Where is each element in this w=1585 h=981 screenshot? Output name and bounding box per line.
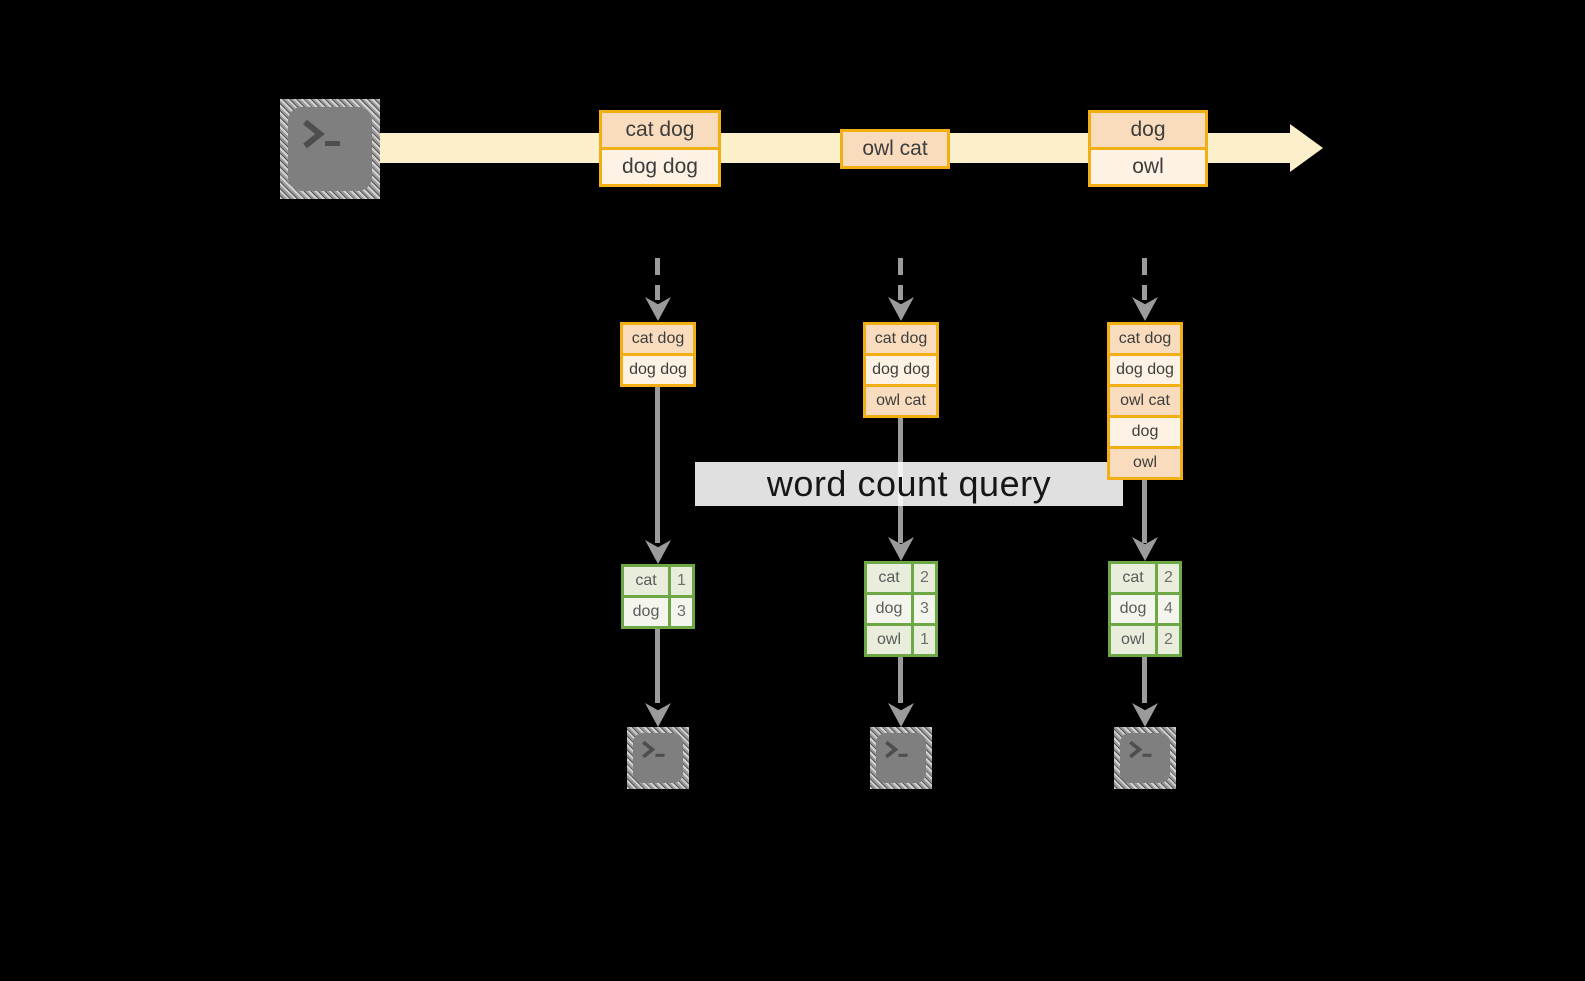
window-stack-1: cat dog dog dog	[620, 322, 696, 387]
stack-item: dog dog	[1110, 356, 1180, 384]
terminal-prompt-icon	[642, 740, 665, 759]
count-row: dog 4	[1111, 595, 1179, 623]
count-row: cat 2	[867, 564, 935, 592]
stream-batch-1: cat dog dog dog	[599, 110, 721, 187]
query-label-band: word count query	[695, 462, 1123, 506]
batch-item: dog	[1091, 113, 1205, 147]
trigger-arrow-2	[898, 258, 903, 300]
terminal-screen	[1120, 733, 1170, 783]
count-word-cell: dog	[624, 598, 668, 626]
count-word-cell: owl	[1111, 626, 1155, 654]
count-value-cell: 3	[914, 595, 935, 623]
stack-item: dog dog	[866, 356, 936, 384]
terminal-screen	[876, 733, 926, 783]
query-label: word count query	[766, 463, 1052, 504]
count-row: owl 1	[867, 626, 935, 654]
stack-item: dog dog	[623, 356, 693, 384]
count-row: cat 2	[1111, 564, 1179, 592]
down-arrow-icon	[1132, 703, 1158, 727]
count-value-cell: 4	[1158, 595, 1179, 623]
count-value-cell: 3	[671, 598, 692, 626]
terminal-prompt-icon	[885, 740, 908, 759]
count-value-cell: 1	[914, 626, 935, 654]
batch-item: cat dog	[602, 113, 718, 147]
stack-item: owl cat	[866, 387, 936, 415]
connector-line-1	[655, 387, 660, 543]
terminal-sink-icon-1	[627, 727, 689, 789]
terminal-prompt-icon	[1129, 740, 1152, 759]
down-arrow-icon	[888, 703, 914, 727]
stack-item: owl	[1110, 449, 1180, 477]
window-stack-3: cat dog dog dog owl cat dog owl	[1107, 322, 1183, 480]
batch-item: owl	[1091, 150, 1205, 184]
trigger-arrow-3	[1142, 258, 1147, 300]
terminal-source-icon	[280, 99, 380, 199]
count-value-cell: 2	[1158, 564, 1179, 592]
down-arrow-icon	[645, 540, 671, 564]
connector-line-6	[1142, 657, 1147, 703]
count-value-cell: 1	[671, 567, 692, 595]
stack-item: cat dog	[1110, 325, 1180, 353]
stack-item: dog	[1110, 418, 1180, 446]
count-row: dog 3	[867, 595, 935, 623]
down-arrow-icon	[888, 297, 914, 321]
down-arrow-icon	[1132, 297, 1158, 321]
count-word-cell: cat	[1111, 564, 1155, 592]
terminal-screen	[633, 733, 683, 783]
stack-item: owl cat	[1110, 387, 1180, 415]
terminal-prompt-icon	[303, 119, 341, 149]
count-row: owl 2	[1111, 626, 1179, 654]
count-word-cell: cat	[624, 567, 668, 595]
connector-line-4	[655, 629, 660, 703]
down-arrow-icon	[645, 297, 671, 321]
connector-line-5	[898, 657, 903, 703]
count-row: dog 3	[624, 598, 692, 626]
trigger-arrow-1	[655, 258, 660, 300]
terminal-sink-icon-2	[870, 727, 932, 789]
stack-item: cat dog	[623, 325, 693, 353]
terminal-sink-icon-3	[1114, 727, 1176, 789]
batch-item: owl cat	[843, 132, 947, 166]
counts-table-2: cat 2 dog 3 owl 1	[864, 561, 938, 657]
stream-batch-3: dog owl	[1088, 110, 1208, 187]
connector-line-3	[1142, 480, 1147, 543]
terminal-screen	[288, 107, 372, 191]
stack-item: cat dog	[866, 325, 936, 353]
stream-arrowhead-icon	[1290, 124, 1323, 172]
count-word-cell: dog	[867, 595, 911, 623]
count-word-cell: cat	[867, 564, 911, 592]
down-arrow-icon	[645, 703, 671, 727]
count-value-cell: 2	[1158, 626, 1179, 654]
stream-batch-2: owl cat	[840, 129, 950, 169]
batch-item: dog dog	[602, 150, 718, 184]
window-stack-2: cat dog dog dog owl cat	[863, 322, 939, 418]
counts-table-3: cat 2 dog 4 owl 2	[1108, 561, 1182, 657]
count-row: cat 1	[624, 567, 692, 595]
count-value-cell: 2	[914, 564, 935, 592]
count-word-cell: owl	[867, 626, 911, 654]
counts-table-1: cat 1 dog 3	[621, 564, 695, 629]
count-word-cell: dog	[1111, 595, 1155, 623]
